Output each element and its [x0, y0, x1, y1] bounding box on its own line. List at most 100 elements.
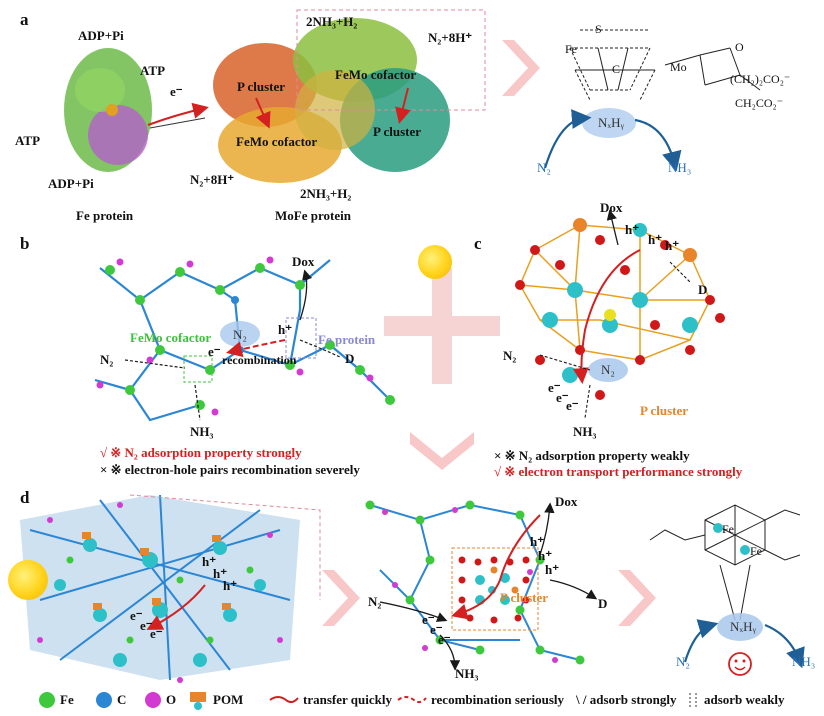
p-cluster-box-d	[451, 547, 539, 631]
e1-c: e⁻	[548, 380, 561, 395]
electron-path-c	[572, 249, 641, 384]
n2-cloud-c	[588, 358, 628, 382]
electron-transfer-arrow	[147, 102, 209, 126]
h1-c: h⁺	[625, 222, 640, 237]
em3-d: e⁻	[438, 632, 451, 647]
electron-label-a: e⁻	[170, 84, 183, 99]
p-cluster-c: P cluster	[640, 403, 689, 418]
panel-label-a: a	[20, 10, 29, 29]
recombination-arrow-b	[226, 339, 286, 358]
legend-transfer-label: transfer quickly	[303, 692, 392, 707]
pcluster-d: P cluster	[500, 590, 549, 605]
legend-fe-swatch	[39, 692, 55, 708]
legend-fe-label: Fe	[60, 692, 74, 707]
chevron-d2	[618, 570, 656, 626]
hm1-d: h⁺	[530, 534, 545, 549]
n2-right-d: N₂	[676, 654, 690, 669]
nxhy-d: NₓHᵧ	[730, 619, 756, 634]
h2-d: h⁺	[213, 566, 228, 581]
caption-b-1: √ ※ N₂ adsorption property strongly	[100, 445, 302, 460]
fe-protein-label: Fe protein	[76, 208, 134, 223]
caption-c-2: √ ※ electron transport performance stron…	[494, 464, 743, 479]
p-cluster-atoms-d	[458, 556, 530, 624]
struct-o: O	[735, 40, 744, 54]
fe-dimer-structure-d	[649, 504, 801, 621]
struct-ch2-1: (CH₂)₂CO₂⁻	[730, 72, 791, 86]
femo-cofactor-top: FeMo cofactor	[335, 67, 417, 82]
struct-c: C	[612, 62, 621, 76]
e1-d: e⁻	[130, 608, 143, 623]
mofe-protein-structure	[213, 18, 450, 183]
nh3-c: NH₃	[573, 424, 597, 439]
e-minus-b: e⁻	[208, 344, 221, 359]
mof-nodes-d	[365, 500, 585, 665]
dox-c: Dox	[600, 200, 623, 215]
d-arrow-d	[549, 579, 598, 600]
atp-top: ATP	[140, 63, 166, 78]
n2-8h-bottom: N₂+8H⁺	[190, 172, 235, 187]
fe-protein-b: Fe protein	[318, 332, 376, 347]
h1-d: h⁺	[202, 554, 217, 569]
nh3-d: NH₃	[455, 666, 479, 681]
struct-fe-1: Fe	[565, 42, 577, 56]
legend-c-label: C	[117, 692, 127, 707]
smiley-icon	[728, 652, 752, 676]
dox-arrow-c	[606, 209, 619, 246]
d-b: D	[345, 351, 355, 366]
nxhy-label-a: NₓHᵧ	[598, 115, 624, 130]
n2-line-c	[539, 354, 591, 371]
adp-pi-bottom: ADP+Pi	[48, 176, 94, 191]
p-cluster-atoms-c	[515, 218, 725, 400]
d-c: D	[698, 282, 708, 297]
nh3-label-a: NH₃	[668, 160, 692, 175]
fe-atom-d1	[713, 523, 723, 533]
legend-transfer-arrow	[269, 696, 299, 704]
nh3-h2-top: 2NH₃+H₂	[306, 14, 358, 29]
n2-center-c: N₂	[601, 362, 615, 377]
mof-pom-composite-d	[20, 494, 300, 683]
e3-d: e⁻	[150, 626, 163, 641]
mof-framework-d-middle	[369, 503, 581, 661]
hm3-d: h⁺	[545, 562, 560, 577]
femo-cofactor-structure	[569, 29, 761, 101]
hm2-d: h⁺	[538, 548, 553, 563]
h3-c: h⁺	[665, 238, 680, 253]
em1-d: e⁻	[422, 612, 435, 627]
sun-icon-d	[8, 560, 48, 600]
n2-8h-top: N₂+8H⁺	[428, 30, 473, 45]
n2-line-b	[124, 359, 186, 369]
nh3-right-d: NH₃	[792, 654, 816, 669]
legend-adsorb-weak-label: adsorb weakly	[704, 692, 785, 707]
legend-adsorb-strong-label: \ / adsorb strongly	[576, 692, 677, 707]
femo-cofactor-b: FeMo cofactor	[130, 330, 212, 345]
return-arrow	[149, 117, 206, 129]
d-line-b	[299, 339, 341, 358]
legend-c-swatch	[96, 692, 112, 708]
em2-d: e⁻	[430, 622, 443, 637]
nh3-b: NH₃	[190, 424, 214, 439]
nh3-out-arrow-a	[634, 118, 682, 172]
femo-box-b	[183, 355, 213, 383]
n2-b: N₂	[100, 352, 114, 367]
nh3-line-b	[194, 384, 201, 421]
atp-left: ATP	[15, 133, 41, 148]
panel-label-b: b	[20, 234, 30, 253]
p-cluster-right: P cluster	[373, 124, 422, 139]
h2-c: h⁺	[648, 232, 663, 247]
n2-arrow-d	[379, 601, 448, 622]
mofe-protein-label: MoFe protein	[275, 208, 351, 223]
sun-icon	[418, 245, 452, 279]
zoom-box-d	[129, 494, 321, 600]
n2-center-b: N₂	[233, 327, 247, 342]
dox-arrow-d	[539, 502, 555, 556]
legend-weak-line	[689, 693, 697, 708]
p-cluster-structure-c	[519, 224, 711, 361]
e2-d: e⁻	[140, 618, 153, 633]
electron-path-d	[451, 514, 541, 620]
electron-arrow-d	[146, 584, 206, 630]
nh3-h2-bottom: 2NH₃+H₂	[300, 186, 352, 201]
fe-label-d1: Fe	[722, 522, 734, 536]
femo-cofactor-bottom: FeMo cofactor	[236, 134, 318, 149]
internal-electron-arrow-1	[255, 97, 271, 129]
